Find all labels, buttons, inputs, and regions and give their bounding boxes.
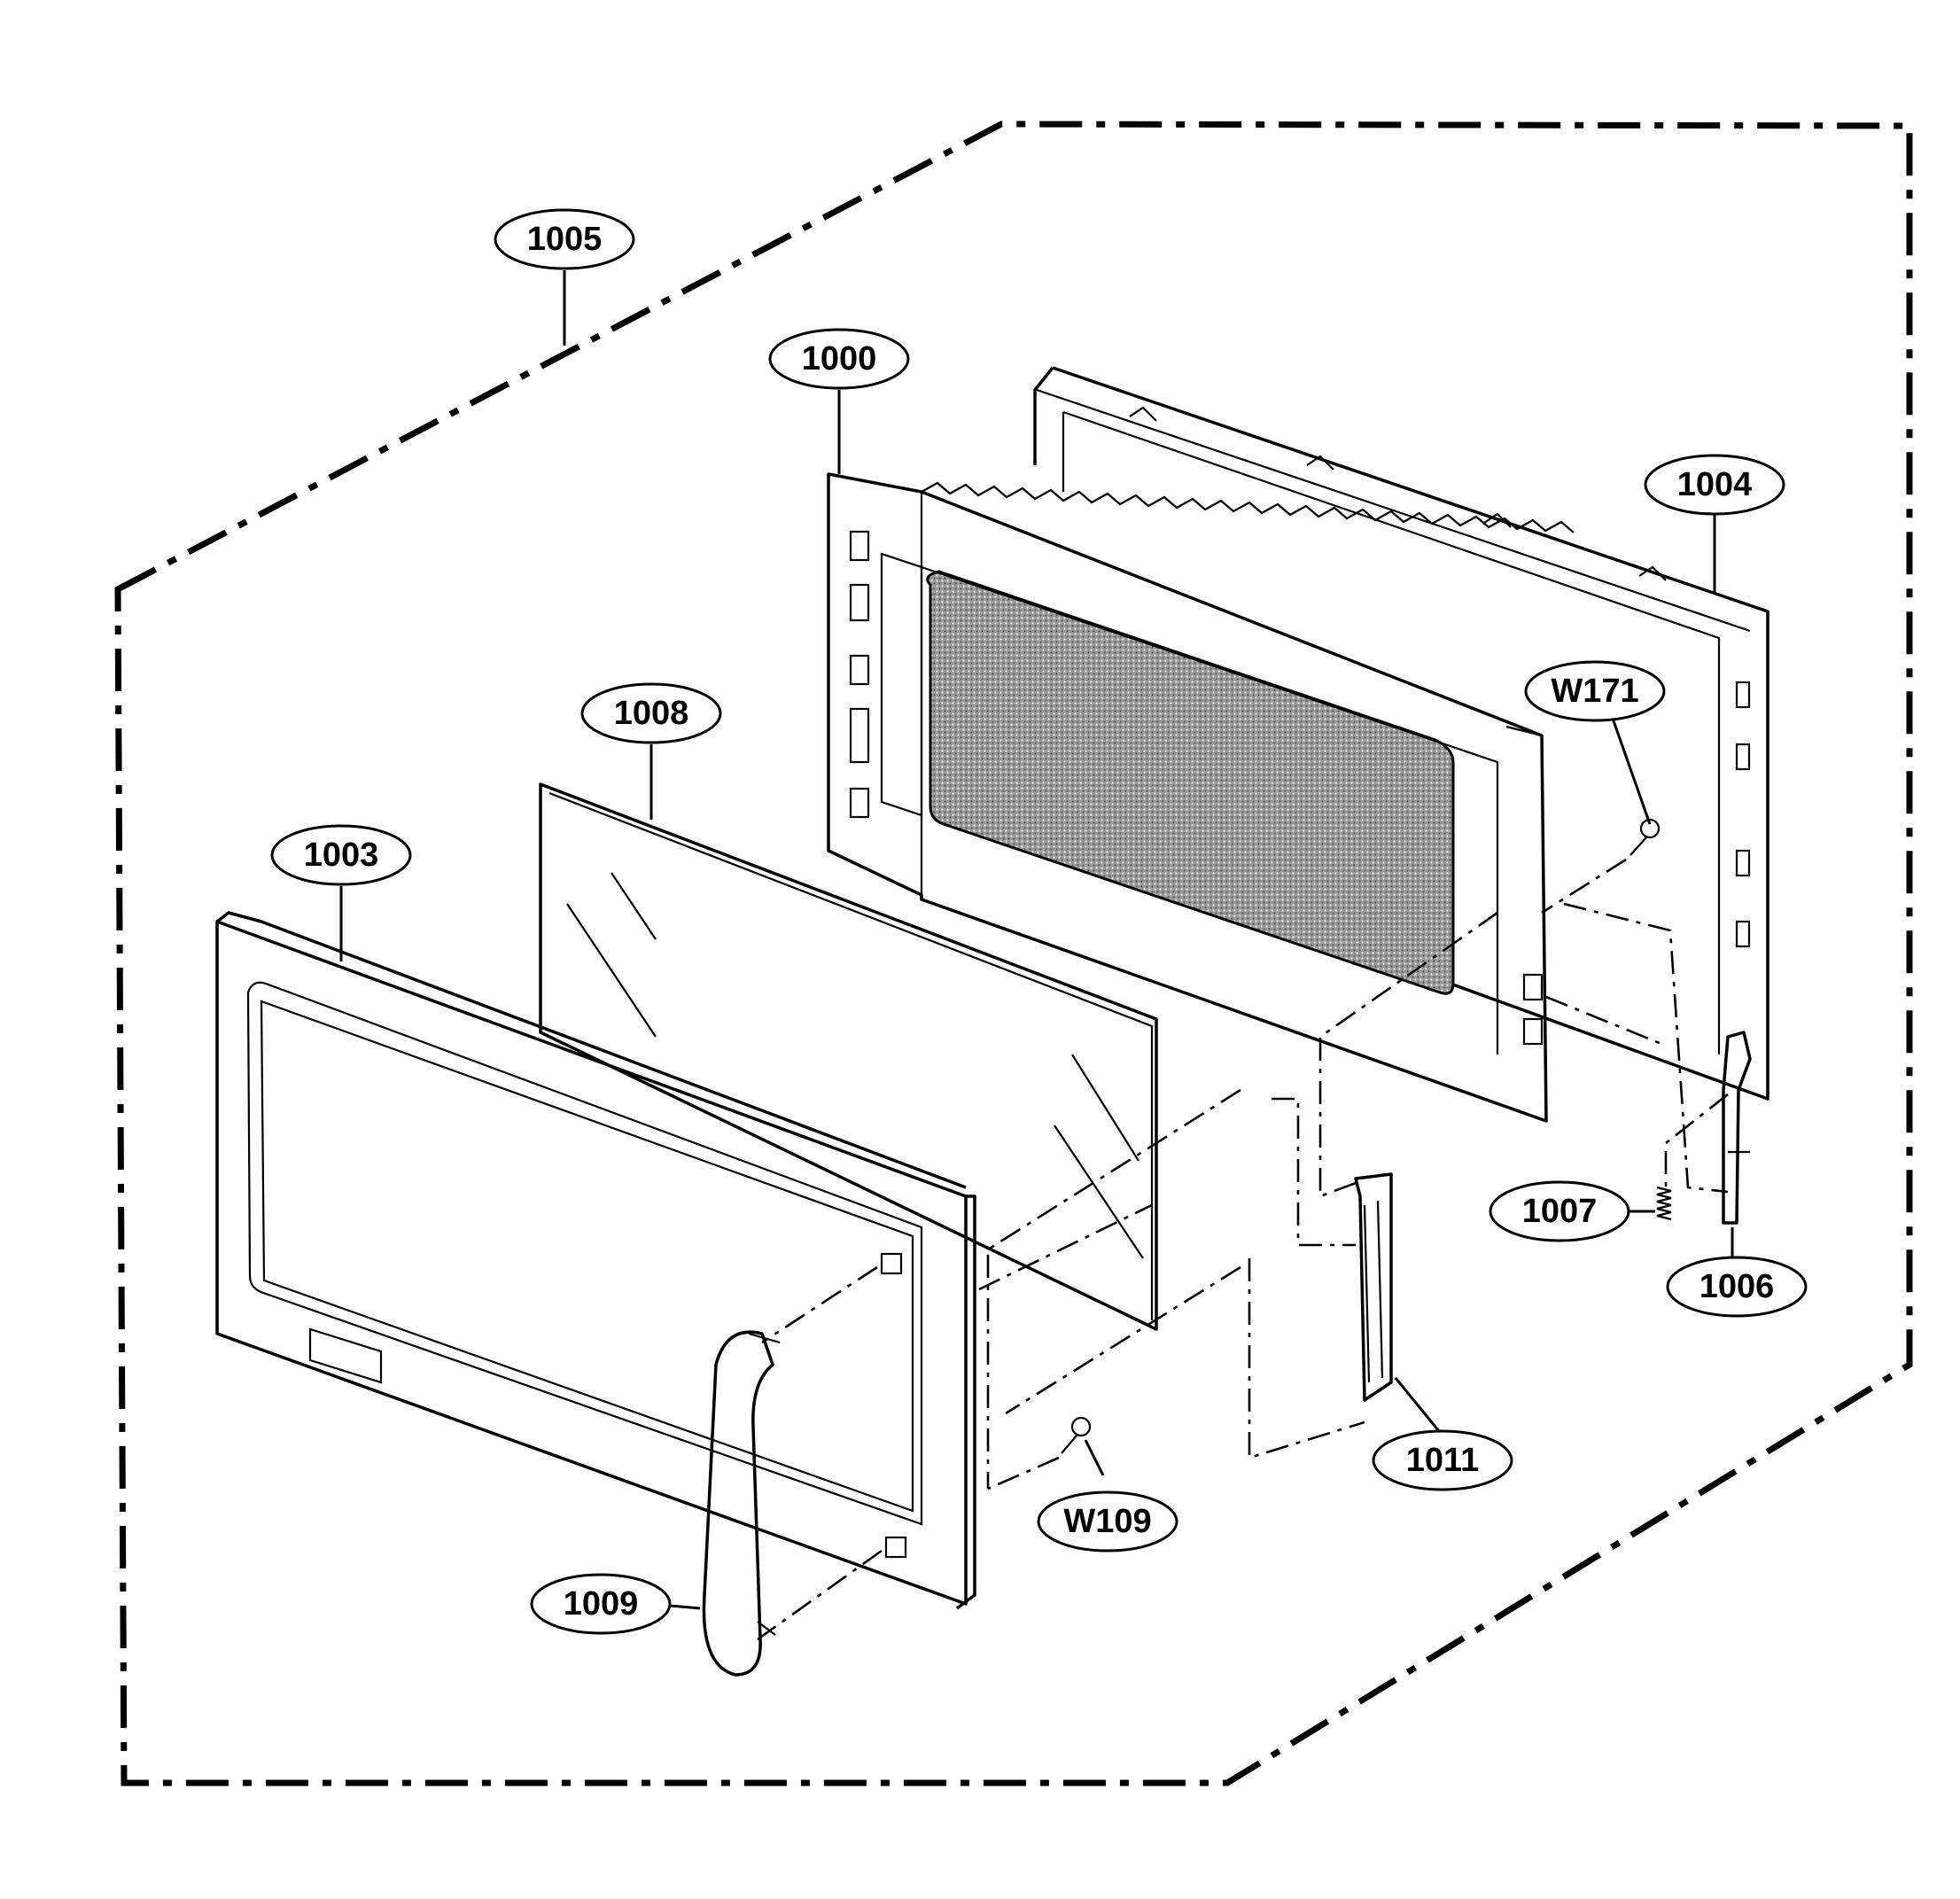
callout-1006: 1006 [1666,1256,1808,1318]
callout-1011: 1011 [1372,1429,1513,1491]
svg-text:1008: 1008 [614,695,689,732]
part-1000-door-inner-panel [827,472,1575,1123]
callout-1003: 1003 [270,824,412,886]
callout-1008: 1008 [580,682,722,744]
assembly-lines [757,858,1729,1641]
svg-text:1009: 1009 [564,1585,639,1623]
part-1003-door-front-frame [215,911,976,1610]
svg-text:1003: 1003 [304,837,379,874]
callout-1000: 1000 [768,328,910,390]
svg-text:W109: W109 [1063,1503,1151,1540]
svg-text:W171: W171 [1551,673,1638,710]
part-w171-screw [1629,818,1661,856]
callout-1005: 1005 [494,208,635,270]
svg-text:1000: 1000 [802,340,877,377]
svg-text:1006: 1006 [1699,1268,1775,1305]
callout-1004: 1004 [1644,454,1785,516]
callout-1009: 1009 [530,1573,672,1635]
callout-1007: 1007 [1489,1180,1630,1242]
svg-text:1004: 1004 [1677,466,1753,503]
svg-text:1007: 1007 [1522,1193,1598,1230]
part-w109-screw [1061,1416,1092,1454]
part-1008-door-glass [539,782,1158,1331]
callout-w109: W109 [1037,1490,1178,1553]
svg-text:1005: 1005 [527,221,603,258]
part-1007-spring [1656,1186,1672,1221]
part-1009-door-handle [702,1330,781,1677]
callout-w171: W171 [1524,660,1666,722]
svg-text:1011: 1011 [1406,1442,1479,1479]
part-1011-latch-lever [1354,1172,1393,1402]
assembly-boundary [114,121,1913,1786]
part-1006-latch-hook [1722,1031,1752,1225]
